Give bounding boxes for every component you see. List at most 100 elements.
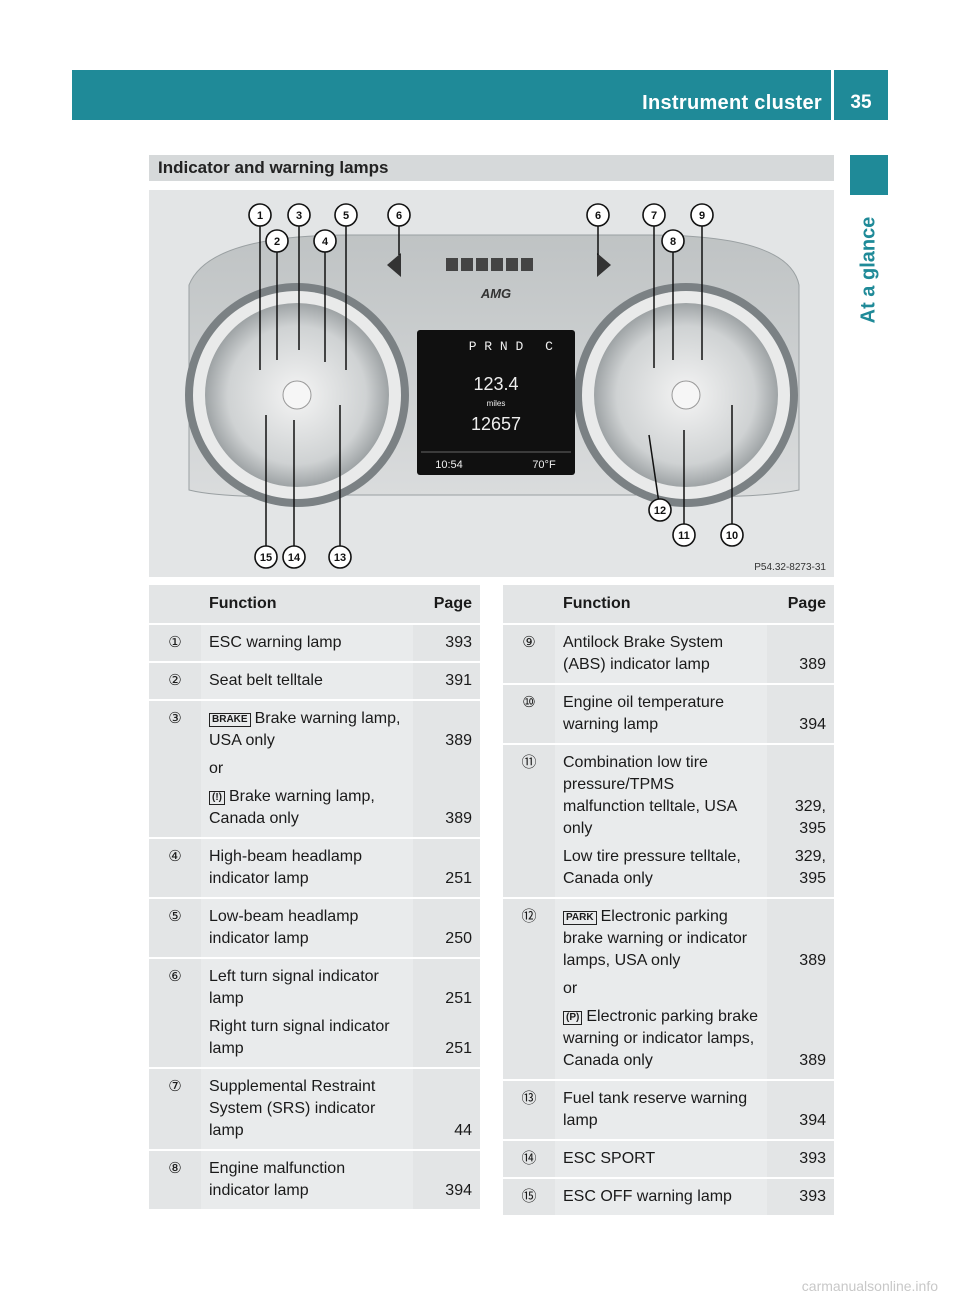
callout-marker [254, 545, 278, 569]
function-text: Low tire pressure telltale, Canada only [563, 848, 741, 887]
num-header [503, 585, 555, 625]
page-ref: 394 [445, 1182, 472, 1199]
gear-indicator: P R N D [469, 339, 524, 354]
callout-marker [690, 203, 714, 227]
page-ref [775, 978, 826, 1000]
row-function: Engine oil temperature warning lamp [555, 684, 767, 745]
row-function: Fuel tank reserve warning lamp [555, 1080, 767, 1141]
clock-readout: 10:54 [435, 459, 463, 471]
function-entry: Left turn signal indicator lamp [209, 966, 405, 1010]
function-entry: (P)Electronic parking brake warning or i… [563, 1006, 759, 1072]
function-text: Brake warning lamp, Canada only [209, 788, 375, 827]
row-page: 394 [413, 1150, 480, 1211]
function-entry: Low-beam headlamp indicator lamp [209, 906, 405, 950]
right-turn-arrow-icon [597, 253, 611, 277]
callout-marker [672, 523, 696, 547]
function-entry: High-beam headlamp indicator lamp [209, 846, 405, 890]
callout-number: 10 [726, 530, 738, 542]
function-header: Function [201, 585, 413, 625]
callout-marker [328, 545, 352, 569]
brand-logo: AMG [480, 286, 511, 301]
section-title-bar: Indicator and warning lamps [149, 155, 834, 181]
row-number: ⑫ [503, 898, 555, 1081]
page-ref: 394 [799, 1112, 826, 1129]
row-function: ESC warning lamp [201, 624, 413, 663]
function-entry: or [563, 978, 759, 1000]
function-text: Right turn signal indicator lamp [209, 1018, 390, 1057]
indicator-icon: BRAKE [209, 713, 251, 727]
page-ref: 389 [799, 1052, 826, 1069]
indicator-icon: PARK [563, 911, 597, 925]
row-number: ④ [149, 838, 201, 899]
callout-number: 1 [257, 210, 263, 222]
callout-number: 2 [274, 236, 280, 248]
callout-marker [334, 203, 358, 227]
table-header-row: Function Page [503, 585, 834, 625]
callout-number: 5 [343, 210, 349, 222]
callout-number: 13 [334, 552, 346, 564]
function-text: Fuel tank reserve warning lamp [563, 1090, 748, 1129]
function-text: High-beam headlamp indicator lamp [209, 848, 362, 887]
row-number: ② [149, 662, 201, 701]
page-number: 35 [850, 92, 872, 113]
callout-number: 9 [699, 210, 705, 222]
callout-number: 6 [595, 210, 601, 222]
row-page: 389 [767, 624, 834, 685]
page-ref: 329, 395 [794, 848, 826, 887]
page-ref: 251 [445, 990, 472, 1007]
page-ref: 393 [445, 634, 472, 651]
function-entry: Low tire pressure telltale, Canada only [563, 846, 759, 890]
side-tab-marker [850, 155, 888, 195]
function-text: Engine malfunction indicator lamp [209, 1160, 346, 1199]
page-ref: 393 [799, 1150, 826, 1167]
trip-reading: 123.4 [473, 374, 518, 394]
function-entry: Antilock Brake System (ABS) indicator la… [563, 632, 759, 676]
figure-code: P54.32-8273-31 [754, 562, 826, 573]
function-text: Electronic parking brake warning or indi… [563, 908, 748, 969]
callout-marker [265, 229, 289, 253]
page-ref: 391 [445, 672, 472, 689]
row-number: ⑭ [503, 1140, 555, 1179]
instrument-cluster-figure: AMG P R N D C 123.4 miles 12657 10:54 70… [149, 190, 834, 577]
watermark: carmanualsonline.info [801, 1278, 938, 1294]
function-header: Function [555, 585, 767, 625]
page-header: Page [413, 585, 480, 625]
cluster-illustration: AMG P R N D C 123.4 miles 12657 10:54 70… [185, 203, 826, 573]
row-page: 394 [767, 1080, 834, 1141]
row-page: 251 [413, 838, 480, 899]
row-function: Engine malfunction indicator lamp [201, 1150, 413, 1211]
function-entry: Seat belt telltale [209, 670, 405, 692]
callout-number: 7 [651, 210, 657, 222]
callout-number: 14 [288, 552, 301, 564]
chapter-title: Instrument cluster [642, 92, 822, 114]
page-ref [421, 758, 472, 780]
side-tab: At a glance [850, 195, 888, 345]
function-text: Supplemental Restraint System (SRS) indi… [209, 1078, 376, 1139]
page-ref: 44 [454, 1122, 472, 1139]
segment-block [476, 258, 488, 271]
segment-bar [446, 258, 533, 271]
function-text: Antilock Brake System (ABS) indicator la… [563, 634, 724, 673]
segment-block [446, 258, 458, 271]
section-title: Indicator and warning lamps [158, 158, 389, 177]
